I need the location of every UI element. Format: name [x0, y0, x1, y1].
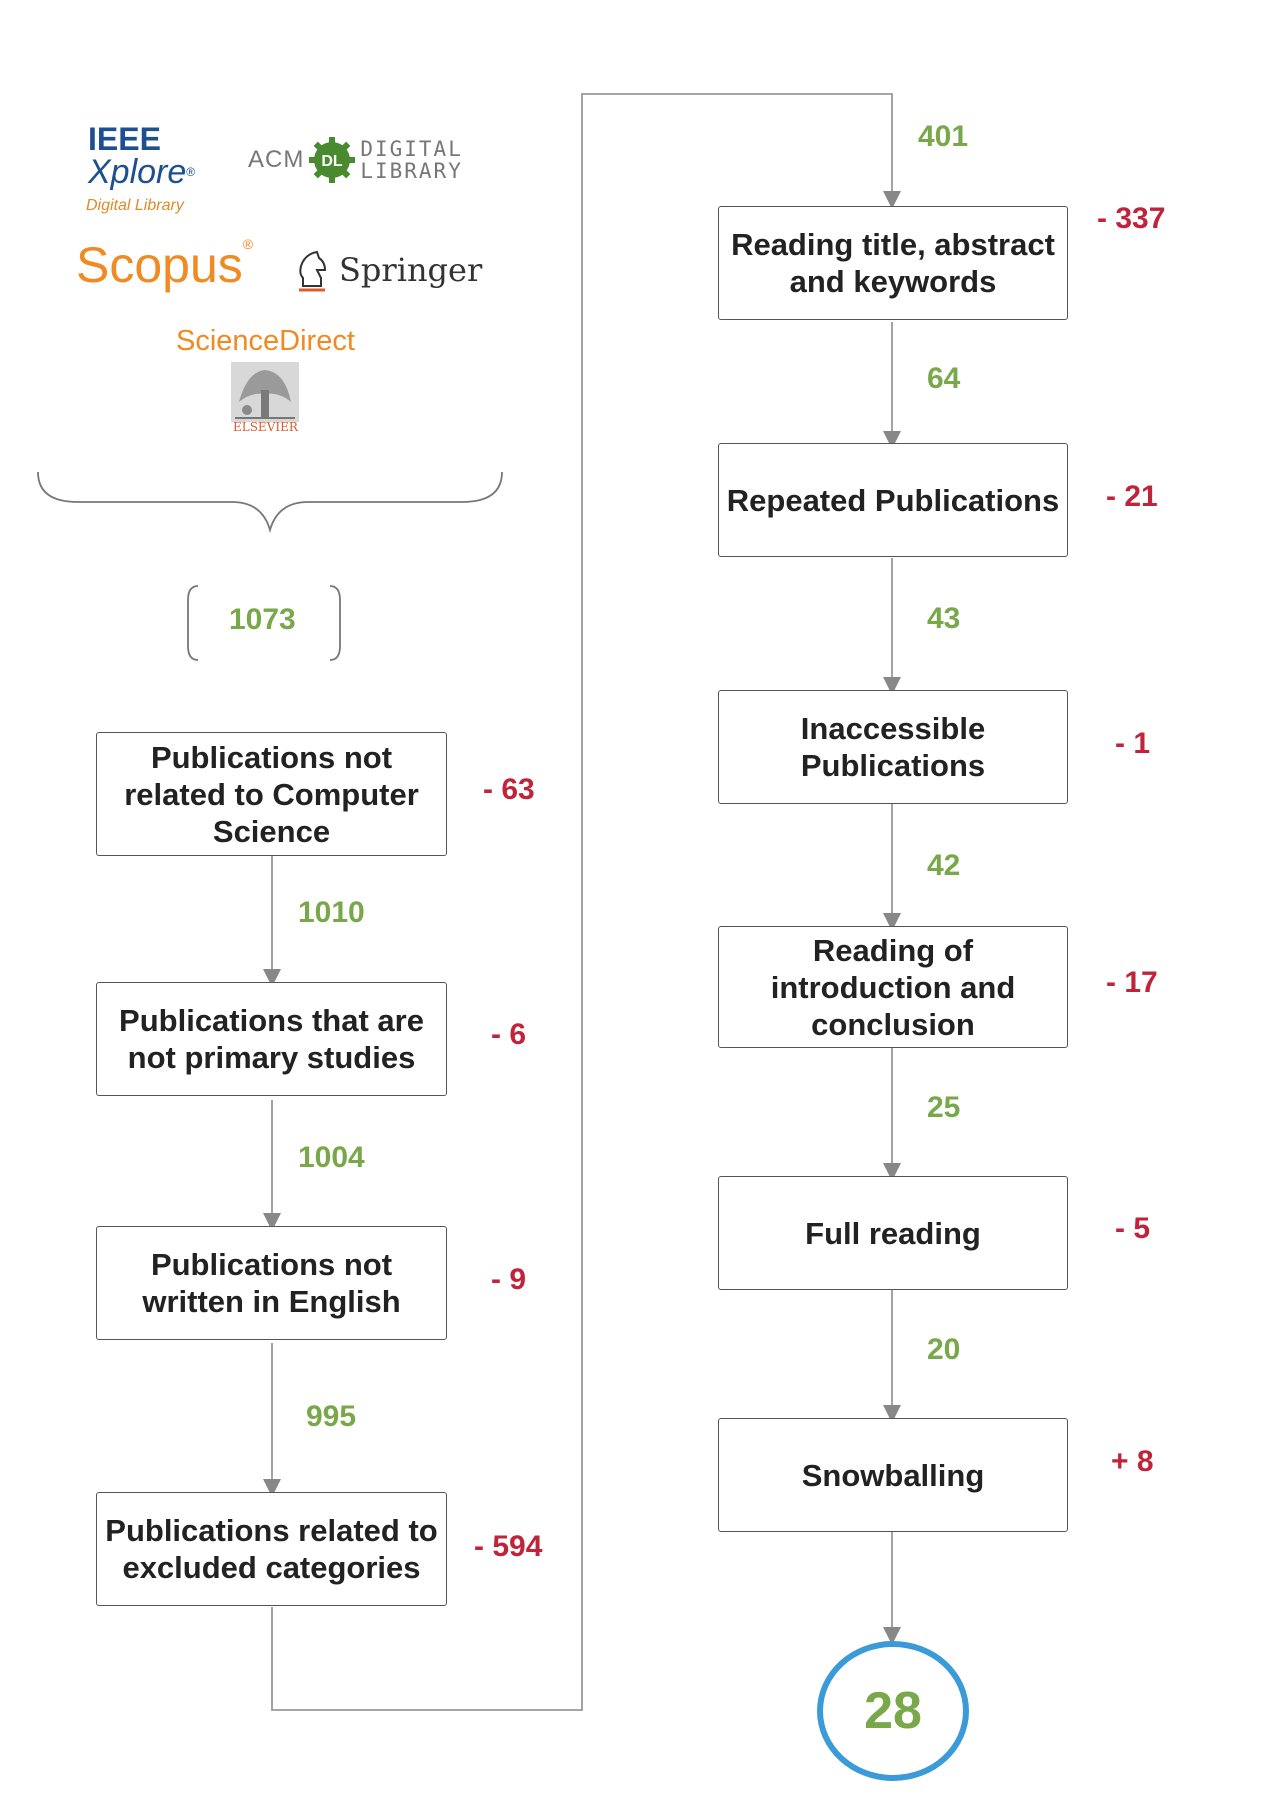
acm-dl-gear-icon: DL [308, 136, 356, 184]
step-repeated-publications: Repeated Publications [718, 443, 1068, 557]
total-found-count: 1073 [229, 603, 296, 636]
total-bracket-left [187, 585, 199, 661]
count-into-intro-conclusion: 42 [927, 849, 961, 882]
added-snowballing: + 8 [1111, 1445, 1154, 1478]
count-after-cs-filter: 1010 [298, 896, 365, 929]
step-full-reading: Full reading [718, 1176, 1068, 1290]
count-into-full-reading: 25 [927, 1091, 961, 1124]
removed-inaccessible-publications: - 1 [1115, 727, 1151, 760]
removed-title-abstract-keywords: - 337 [1097, 202, 1166, 235]
count-into-title-screening: 401 [918, 120, 969, 153]
count-into-inaccessible: 43 [927, 602, 961, 635]
step-not-english: Publications not written in English [96, 1226, 447, 1340]
removed-intro-conclusion-reading: - 17 [1106, 966, 1158, 999]
total-bracket-right [329, 585, 341, 661]
count-into-snowballing: 20 [927, 1333, 961, 1366]
removed-full-reading: - 5 [1115, 1212, 1151, 1245]
removed-not-computer-science: - 63 [483, 773, 535, 806]
svg-text:DL: DL [322, 153, 344, 170]
step-title-abstract-keywords: Reading title, abstract and keywords [718, 206, 1068, 320]
count-into-repeated: 64 [927, 362, 961, 395]
removed-excluded-categories: - 594 [474, 1530, 543, 1563]
removed-repeated-publications: - 21 [1106, 480, 1158, 513]
final-result-circle: 28 [817, 1641, 969, 1781]
bridge-connector [271, 93, 901, 1711]
step-not-computer-science: Publications not related to Computer Sci… [96, 732, 447, 856]
removed-not-primary-studies: - 6 [491, 1018, 527, 1051]
step-inaccessible-publications: Inaccessible Publications [718, 690, 1068, 804]
sciencedirect-logo: ScienceDirect ELSEVIER [176, 325, 355, 434]
ieee-xplore-logo: IEEE Xplore® Digital Library [86, 121, 196, 214]
step-not-primary-studies: Publications that are not primary studie… [96, 982, 447, 1096]
elsevier-tree-icon [229, 362, 301, 426]
sources-brace [37, 471, 503, 534]
springer-knight-icon [295, 248, 331, 292]
step-snowballing: Snowballing [718, 1418, 1068, 1532]
acm-digital-library-logo: ACM DL DIGITAL LIBRARY [248, 136, 463, 184]
removed-not-english: - 9 [491, 1263, 527, 1296]
springer-logo: Springer [295, 248, 482, 292]
count-after-english-filter: 995 [306, 1400, 357, 1433]
final-result-count: 28 [864, 1682, 922, 1740]
step-intro-conclusion-reading: Reading of introduction and conclusion [718, 926, 1068, 1048]
step-excluded-categories: Publications related to excluded categor… [96, 1492, 447, 1606]
scopus-logo: Scopus® [76, 236, 254, 293]
count-after-primary-filter: 1004 [298, 1141, 365, 1174]
